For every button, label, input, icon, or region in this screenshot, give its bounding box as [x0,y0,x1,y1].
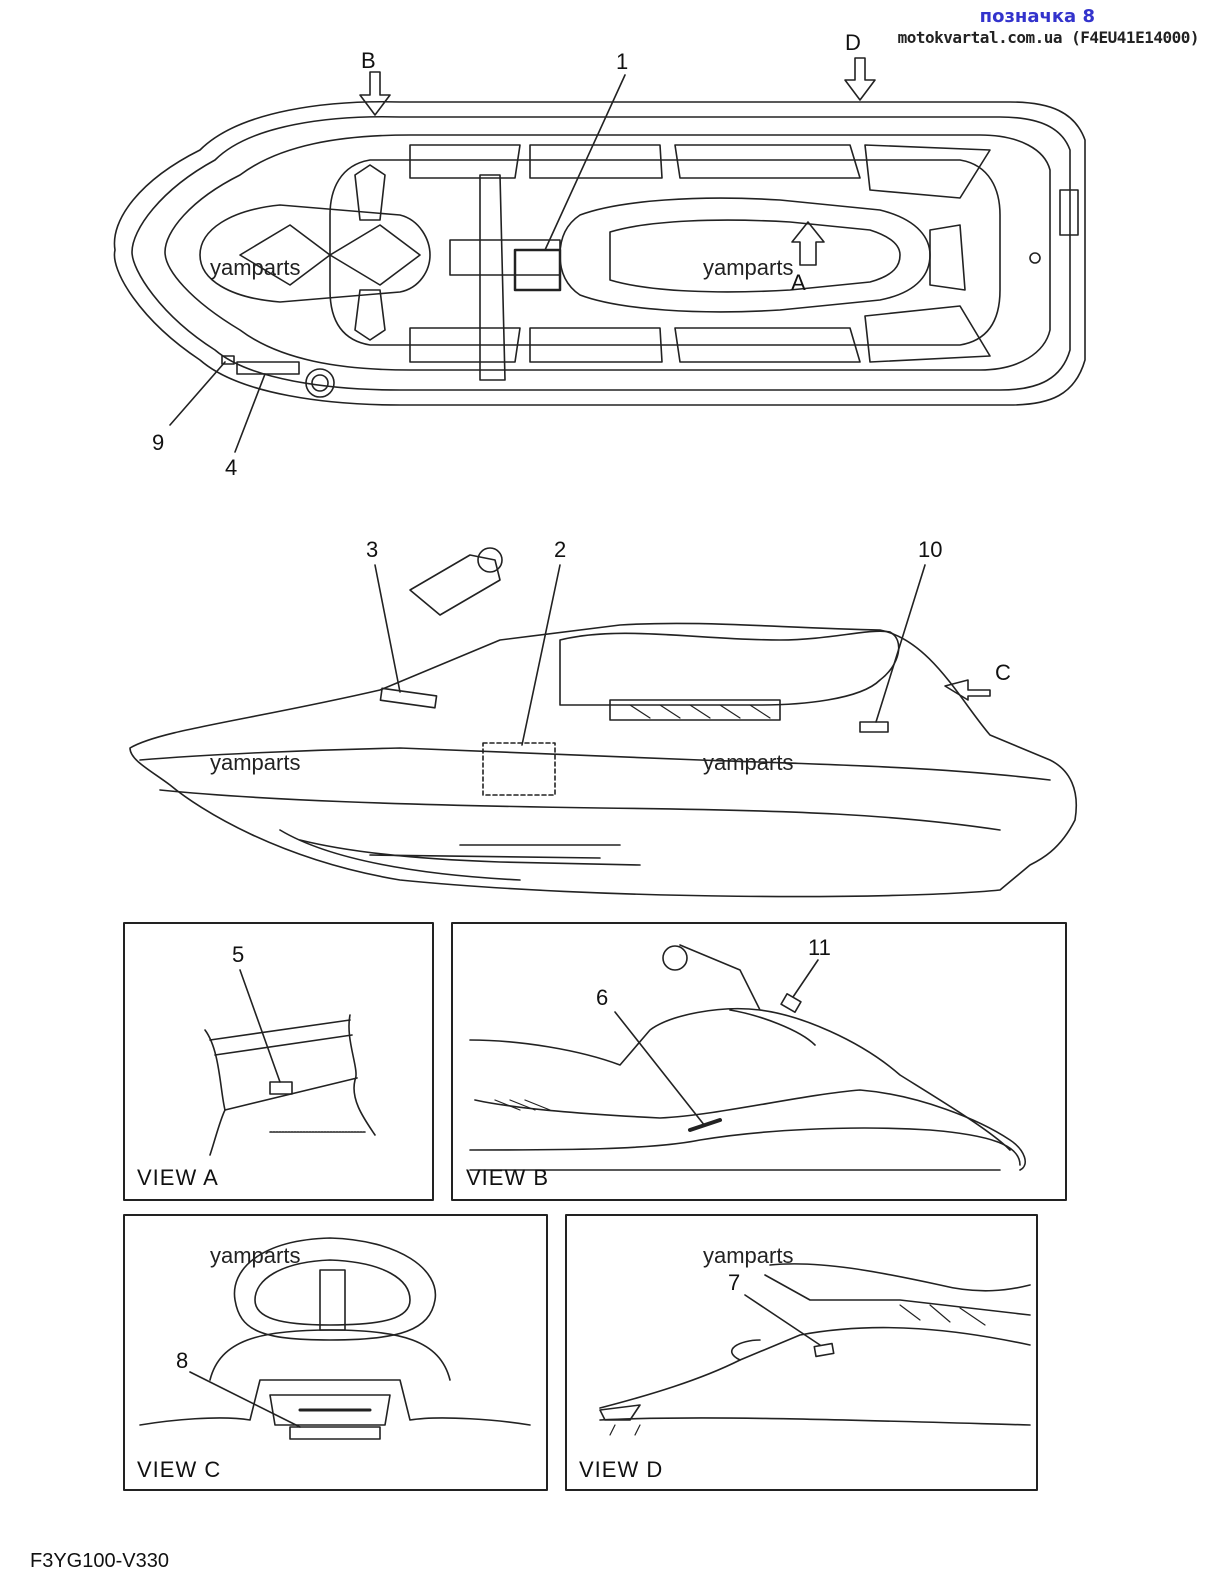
leader-7 [744,1294,821,1346]
leader-8 [189,1371,301,1428]
view-b-frame [451,922,1067,1201]
view-c-label: VIEW C [137,1457,221,1482]
view-a-drawing [204,1014,376,1156]
view-a-frame [123,922,434,1201]
callout-7: 7 [728,1270,740,1295]
arrow-b [359,71,391,116]
callout-1: 1 [616,49,628,74]
view-a-label: VIEW A [137,1165,219,1190]
label-3-rect [379,687,438,709]
leader-4 [234,373,266,453]
view-d-label: VIEW D [579,1457,663,1482]
view-b-label: VIEW B [466,1165,549,1190]
leader-10 [875,564,926,723]
label-10-rect [859,721,889,733]
leader-5 [239,969,281,1083]
diagram-code: F3YG100-V330 [30,1550,169,1572]
callout-5: 5 [232,942,244,967]
label-1-rect [513,248,562,292]
callout-8: 8 [176,1348,188,1373]
arrow-b-label: B [361,48,376,73]
arrow-c-label: C [995,660,1011,685]
watermark-text: yamparts [210,1243,300,1268]
leader-3 [374,564,401,693]
label-9-rect [221,355,235,365]
view-d-drawing [599,1263,1031,1436]
callout-9: 9 [152,430,164,455]
callout-3: 3 [366,537,378,562]
view-b-drawing [469,944,1026,1171]
arrow-a [791,221,825,266]
watermark-text: yamparts [703,750,793,775]
callout-10: 10 [918,537,942,562]
label-5-rect [269,1081,293,1095]
view-d-frame [565,1214,1038,1491]
leader-9 [169,361,226,426]
watermark-text: yamparts [703,1243,793,1268]
watermark-text: yamparts [210,750,300,775]
watermark-text: yamparts [703,255,793,280]
label-4-rect [236,361,300,375]
arrow-c [944,679,991,701]
header-site: motokvartal.com.ua (F4EU41E14000) [897,28,1200,47]
side-view-hull [129,547,1077,898]
callout-4: 4 [225,455,237,480]
label-7-rect [813,1342,835,1358]
leader-2 [521,564,561,746]
view-c-frame [123,1214,548,1491]
callout-6: 6 [596,985,608,1010]
callout-11: 11 [808,935,831,960]
header-title: позначка 8 [979,6,1095,27]
arrow-a-label: A [791,270,806,295]
watermark-text: yamparts [210,255,300,280]
top-view-hull [113,100,1086,406]
arrow-d-label: D [845,30,861,55]
view-c-drawing [139,1237,531,1440]
leader-6 [614,1011,706,1127]
callout-2: 2 [554,537,566,562]
leader-11 [792,959,819,998]
arrow-d [844,57,876,101]
leader-1 [544,74,626,251]
label-11-rect [780,993,802,1013]
label-8-rect [289,1426,381,1440]
